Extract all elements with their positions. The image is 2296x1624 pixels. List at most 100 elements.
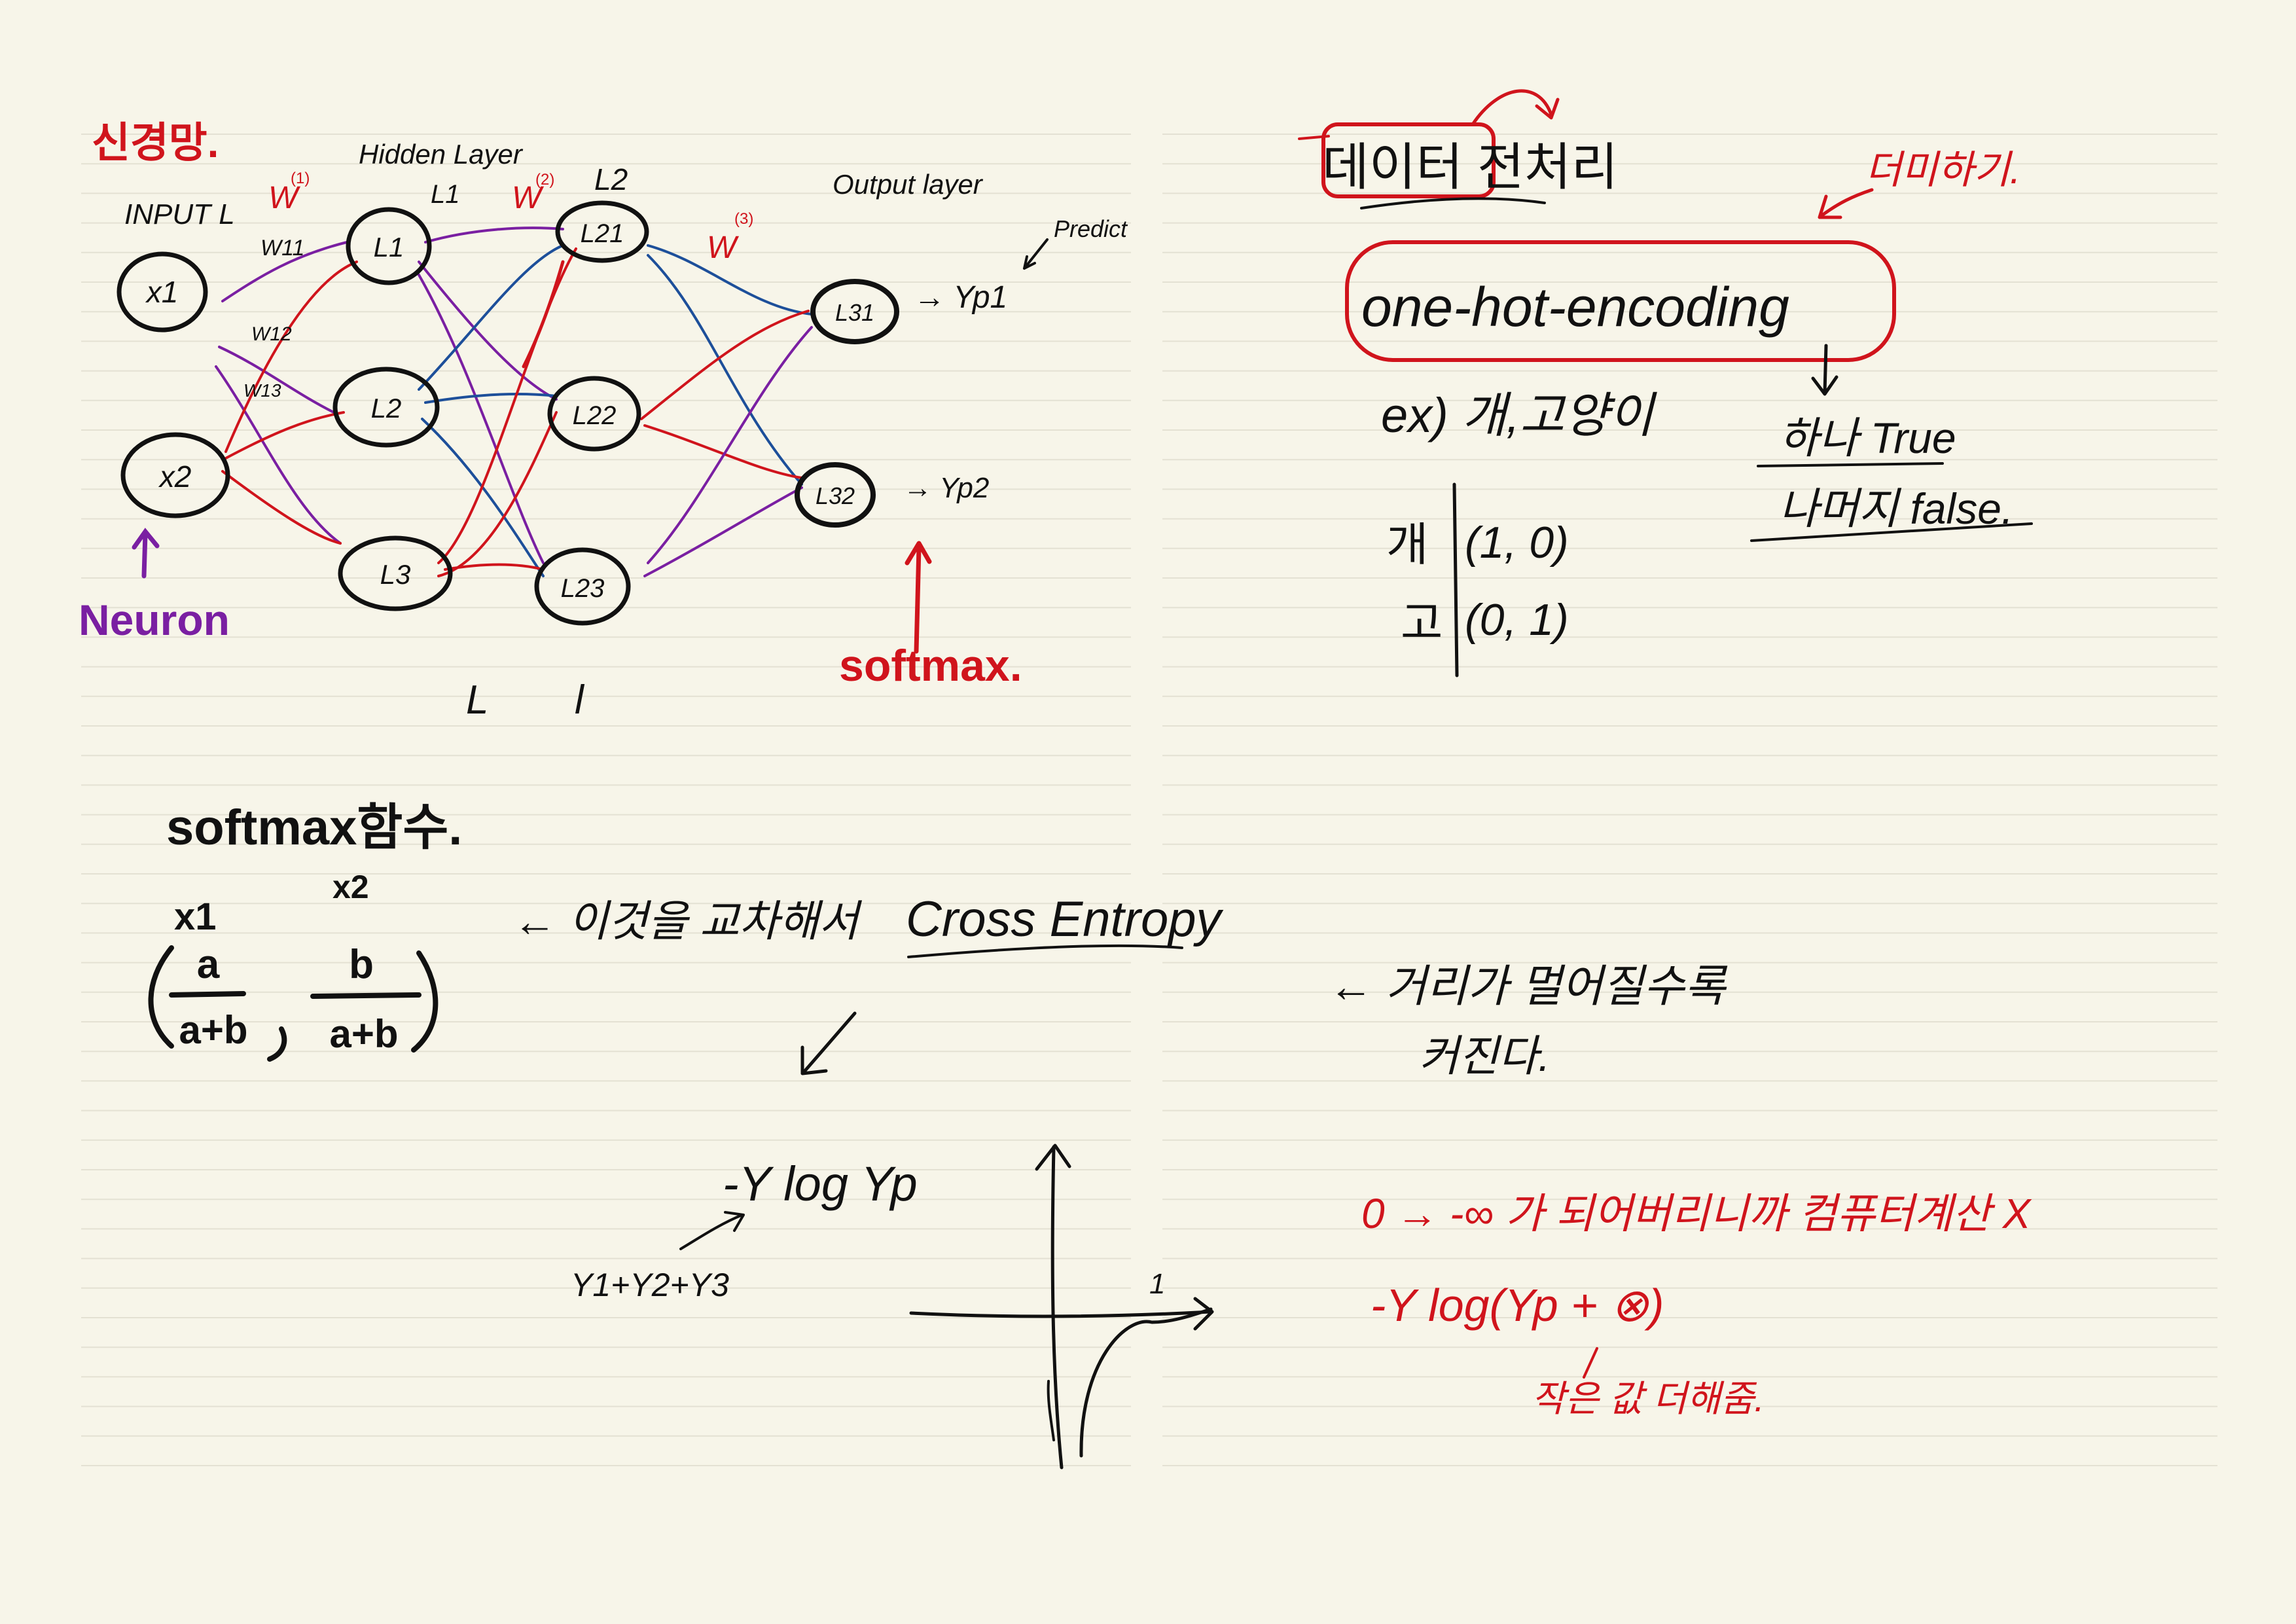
softmax-x2: x2	[332, 869, 369, 905]
hidden-node-l2-1: L21	[555, 200, 649, 263]
log-graph: 1	[909, 1144, 1214, 1470]
svg-text:L2: L2	[371, 393, 402, 424]
fraction-2-den: a+b	[329, 1012, 398, 1056]
truth-line-1: 하나 True	[1779, 414, 1956, 462]
epsilon-arrow	[1583, 1347, 1598, 1379]
softmax-arrow	[905, 541, 932, 654]
neural-network-diagram: x1 x2 L1 L2 L3 L21 L22 L23	[79, 119, 1128, 723]
vector-row-1-value: (1, 0)	[1465, 518, 1569, 568]
fraction-1-bar	[169, 991, 246, 998]
fraction-1-den: a+b	[179, 1008, 247, 1052]
weight-w1: W (1)	[268, 170, 310, 215]
svg-text:W: W	[268, 181, 301, 215]
weight-w12: W12	[251, 323, 292, 345]
one-hot-text: one-hot-encoding	[1361, 276, 1789, 338]
ce-formula: -Y log Yp	[723, 1157, 918, 1211]
input-layer-label: INPUT L	[124, 198, 235, 230]
svg-text:(3): (3)	[734, 210, 753, 228]
red-note-1: 0 → -∞ 가 되어버리니까 컴퓨터계산 X	[1361, 1190, 2032, 1237]
svg-text:(1): (1)	[291, 170, 310, 187]
dummy-note: 더미하기.	[1865, 148, 2020, 192]
svg-text:L23: L23	[561, 574, 605, 603]
distance-note-1: ← 거리가 멀어질수록	[1329, 962, 1728, 1011]
truth-line-2: 나머지 false.	[1779, 484, 2013, 533]
svg-text:L31: L31	[835, 299, 874, 326]
output-yp1: → Yp1	[914, 280, 1007, 315]
network-connections	[215, 226, 813, 577]
example-label: ex) 개,고양이	[1381, 388, 1657, 442]
output-node-2: L32	[795, 462, 876, 528]
softmax-x1: x1	[174, 895, 217, 938]
cross-note: ← 이것을 교차해서	[513, 897, 863, 945]
one-hot-box	[1345, 240, 1896, 362]
cross-entropy-label: Cross Entropy	[906, 892, 1223, 947]
weight-w3: W (3)	[707, 210, 753, 265]
input-node-x2: x2	[120, 432, 230, 518]
svg-text:L1: L1	[374, 232, 404, 262]
truth-underline-1	[1757, 462, 1944, 467]
softmax-section: softmax함수. x1 x2 a a+b b a+b ← 이것을 교차해서 …	[148, 800, 1223, 1470]
hidden-node-l1-2: L2	[332, 367, 440, 448]
hidden-node-l1-1: L1	[346, 207, 432, 285]
down-left-arrow	[800, 1011, 857, 1075]
sum-note: Y1+Y2+Y3	[571, 1267, 729, 1303]
output-layer-label: Output layer	[833, 169, 984, 200]
weight-w2: W (2)	[512, 171, 554, 215]
layer-l1-top: L1	[431, 180, 460, 209]
paren-left	[148, 945, 174, 1049]
fraction-1-num: a	[197, 942, 220, 987]
vector-row-2-value: (0, 1)	[1465, 595, 1569, 645]
data-prep-title-box	[1321, 122, 1496, 198]
input-node-x1: x1	[117, 251, 208, 333]
hidden-node-l1-3: L3	[338, 535, 453, 611]
title-dash-left	[1298, 135, 1330, 140]
output-node-1: L31	[810, 279, 899, 344]
fraction-comma	[267, 1026, 287, 1062]
title-underline	[1360, 197, 1546, 209]
graph-one-label: 1	[1149, 1268, 1165, 1300]
one-hot-down-arrow	[1811, 344, 1839, 396]
hidden-node-l2-2: L22	[547, 376, 641, 452]
title-curl-arrow	[1471, 89, 1560, 126]
predict-label: Predict	[1054, 215, 1128, 242]
svg-text:L32: L32	[816, 482, 855, 509]
predict-arrow	[1023, 238, 1049, 270]
vector-row-1-label: 개	[1386, 519, 1428, 570]
svg-text:L21: L21	[581, 219, 624, 248]
truth-underline-2	[1750, 522, 2033, 542]
svg-text:x2: x2	[158, 460, 192, 494]
paren-right	[411, 950, 439, 1053]
distance-note-2: 커진다.	[1419, 1032, 1551, 1080]
weight-w13: W13	[243, 380, 281, 401]
svg-text:x1: x1	[145, 275, 179, 309]
network-title: 신경망.	[92, 119, 219, 166]
red-note-3: 작은 값 더해줌.	[1532, 1378, 1765, 1419]
fraction-2-bar	[310, 992, 422, 999]
sum-arrow	[679, 1211, 745, 1250]
notes-section: ← 거리가 멀어질수록 커진다. 0 → -∞ 가 되어버리니까 컴퓨터계산 X…	[1329, 962, 2032, 1419]
fraction-2-num: b	[349, 942, 374, 987]
dummy-arrow	[1818, 188, 1874, 219]
svg-text:L3: L3	[380, 559, 411, 590]
ruled-lines	[81, 134, 2217, 1466]
svg-text:W: W	[512, 181, 545, 215]
hidden-node-l2-3: L23	[534, 547, 631, 626]
data-prep-section: 데이터 전처리 더미하기. one-hot-encoding ex) 개,고양이…	[1298, 89, 2033, 677]
svg-text:W: W	[707, 230, 740, 265]
vector-row-2-label: 고	[1401, 598, 1443, 649]
svg-text:(2): (2)	[535, 171, 554, 189]
output-yp2: → Yp2	[903, 472, 989, 504]
weight-w11: W11	[260, 236, 304, 261]
neuron-arrow	[132, 528, 160, 579]
layer-l2-bottom: l	[575, 677, 585, 723]
vector-table-divider	[1452, 482, 1459, 677]
neuron-label: Neuron	[79, 596, 230, 644]
red-note-2: -Y log(Yp + ⊗)	[1371, 1280, 1664, 1331]
cross-entropy-underline	[907, 944, 1183, 958]
softmax-label: softmax.	[839, 641, 1022, 691]
data-prep-title: 데이터 전처리	[1322, 138, 1618, 196]
layer-l2-top: L2	[594, 162, 628, 196]
layer-l1-bottom: L	[466, 677, 488, 723]
svg-text:L22: L22	[573, 401, 617, 430]
